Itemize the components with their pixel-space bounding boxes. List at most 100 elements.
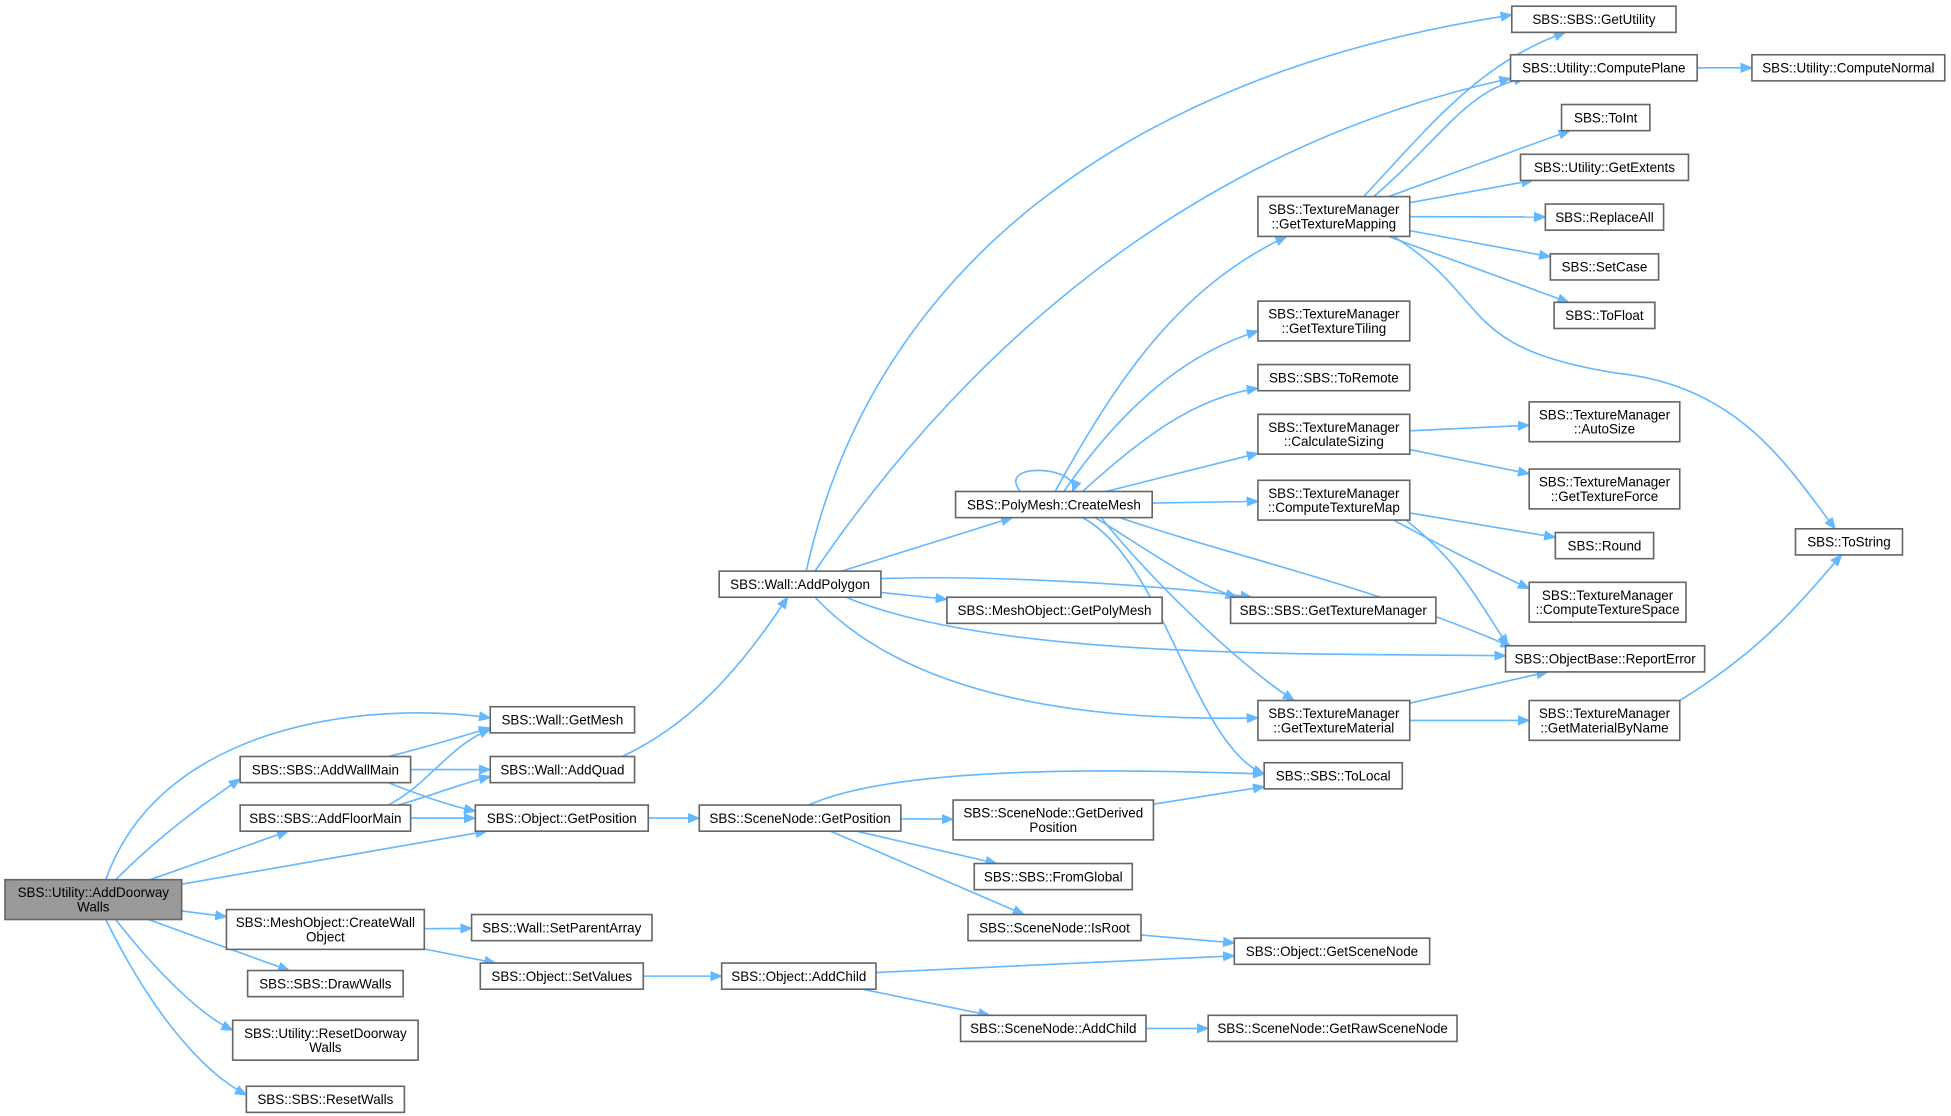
node-box [1257,363,1411,392]
node-createmesh[interactable]: SBS::PolyMesh::CreateMesh [954,490,1153,519]
node-gettexmapping[interactable]: SBS::TextureManager::GetTextureMapping [1257,195,1411,238]
node-label: SBS::Utility::GetExtents [1534,160,1675,175]
edge-computetexmap-to-round [1409,512,1556,537]
node-resetwalls[interactable]: SBS::SBS::ResetWalls [245,1085,406,1114]
node-label: SBS::TextureManager [1542,588,1674,603]
node-label: SBS::ToString [1807,535,1891,550]
node-reporterror[interactable]: SBS::ObjectBase::ReportError [1504,644,1706,673]
edge-objaddchild-to-snaddchild [862,988,989,1015]
edge-objaddchild-to-getscenenode [875,956,1234,974]
node-getutility[interactable]: SBS::SBS::GetUtility [1510,5,1677,34]
node-tostring[interactable]: SBS::ToString [1794,528,1904,556]
node-computetexspace[interactable]: SBS::TextureManager::ComputeTextureSpace [1528,581,1687,623]
node-label: SBS::SceneNode::GetPosition [709,811,890,826]
node-setcase[interactable]: SBS::SetCase [1549,253,1660,281]
node-label: SBS::Object::GetSceneNode [1246,944,1418,959]
node-toint[interactable]: SBS::ToInt [1560,103,1651,132]
node-box [1794,528,1904,556]
node-label: Position [1029,820,1077,835]
node-box [1528,468,1681,510]
node-addwallmain[interactable]: SBS::SBS::AddWallMain [239,755,412,784]
edge-createmesh-to-toremote [1081,388,1258,493]
node-label: SBS::ToFloat [1565,308,1644,323]
node-getrawscenenode[interactable]: SBS::SceneNode::GetRawSceneNode [1207,1014,1458,1043]
node-gettextiling[interactable]: SBS::TextureManager::GetTextureTiling [1257,300,1411,342]
node-getmatbyname[interactable]: SBS::TextureManager::GetMaterialByName [1528,699,1681,742]
node-snaddchild[interactable]: SBS::SceneNode::AddChild [959,1014,1147,1043]
node-getmesh[interactable]: SBS::Wall::GetMesh [489,705,636,734]
node-getpolymesh[interactable]: SBS::MeshObject::GetPolyMesh [946,596,1163,625]
node-drawwalls[interactable]: SBS::SBS::DrawWalls [246,969,404,998]
node-box [698,804,902,832]
node-box [1751,53,1946,82]
node-addfloormain[interactable]: SBS::SBS::AddFloorMain [239,804,412,832]
edge-addpolygon-to-getpolymesh [880,591,947,599]
node-box [225,908,426,951]
node-label: SBS::SBS::ToLocal [1276,769,1391,784]
node-calcsizing[interactable]: SBS::TextureManager::CalculateSizing [1257,413,1411,455]
node-getscenenode[interactable]: SBS::Object::GetSceneNode [1233,937,1431,966]
node-computeplane[interactable]: SBS::Utility::ComputePlane [1509,53,1698,82]
node-label: SBS::TextureManager [1539,706,1671,721]
edge-addwallmain-to-getmesh [388,728,490,758]
edge-gettexmapping-to-getutility [1363,32,1566,198]
node-label: SBS::SBS::AddFloorMain [249,811,401,826]
node-addquad[interactable]: SBS::Wall::AddQuad [489,755,636,784]
node-label: SBS::Object::AddChild [731,969,866,984]
node-label: SBS::SBS::ResetWalls [257,1092,393,1107]
node-box [1229,596,1437,625]
node-fromglobal[interactable]: SBS::SBS::FromGlobal [973,862,1134,891]
node-tofloat[interactable]: SBS::ToFloat [1553,301,1656,330]
node-box [1519,153,1690,182]
edge-createmesh-to-gettexmgr [1094,516,1237,598]
edge-sngetpos-to-tolocal [808,771,1264,806]
node-box [1544,203,1665,231]
node-autosize[interactable]: SBS::TextureManager::AutoSize [1528,401,1681,443]
edge-root-to-resetdoor [115,919,233,1031]
node-label: SBS::TextureManager [1539,407,1671,422]
node-label: Object [306,929,345,944]
node-round[interactable]: SBS::Round [1554,531,1655,560]
node-box [1263,761,1404,790]
node-objaddchild[interactable]: SBS::Object::AddChild [720,962,877,990]
node-setparent[interactable]: SBS::Wall::SetParentArray [470,913,653,942]
node-computenormal[interactable]: SBS::Utility::ComputeNormal [1751,53,1946,82]
node-computetexmap[interactable]: SBS::TextureManager::ComputeTextureMap [1257,479,1411,521]
node-replaceall[interactable]: SBS::ReplaceAll [1544,203,1665,231]
node-sngetpos[interactable]: SBS::SceneNode::GetPosition [698,804,902,832]
node-gettexmaterial[interactable]: SBS::TextureManager::GetTextureMaterial [1257,699,1411,742]
node-objgetpos[interactable]: SBS::Object::GetPosition [474,804,650,832]
node-box [1509,53,1698,82]
node-toremote[interactable]: SBS::SBS::ToRemote [1257,363,1411,392]
node-box [1528,401,1681,443]
node-label: SBS::Utility::AddDoorway [18,885,170,900]
node-gettexforce[interactable]: SBS::TextureManager::GetTextureForce [1528,468,1681,510]
node-label: SBS::SBS::DrawWalls [259,976,392,991]
edge-root-to-resetwalls [105,919,247,1096]
node-label: SBS::ToInt [1574,110,1638,125]
edge-createmesh-to-gettexmaterial [1100,517,1294,701]
node-box [973,862,1134,891]
edge-root-to-addfloormain [149,831,288,881]
node-box [489,755,636,784]
node-box [946,596,1163,625]
node-label: SBS::Wall::SetParentArray [482,920,641,935]
node-label: SBS::TextureManager [1268,706,1400,721]
node-getextents[interactable]: SBS::Utility::GetExtents [1519,153,1690,182]
edge-addpolygon-to-createmesh [841,518,1013,572]
node-box [1554,531,1655,560]
node-box [1549,253,1660,281]
edge-calcsizing-to-gettexforce [1409,448,1529,474]
node-tolocal[interactable]: SBS::SBS::ToLocal [1263,761,1404,790]
node-isroot[interactable]: SBS::SceneNode::IsRoot [967,913,1142,942]
edge-gettexmapping-to-getextents [1409,180,1533,204]
edge-gettexmapping-to-tofloat [1388,235,1568,302]
node-gettexmgr[interactable]: SBS::SBS::GetTextureManager [1229,596,1437,625]
node-addpolygon[interactable]: SBS::Wall::AddPolygon [718,570,882,599]
node-setvalues[interactable]: SBS::Object::SetValues [479,962,645,990]
node-label: SBS::PolyMesh::CreateMesh [967,497,1141,512]
